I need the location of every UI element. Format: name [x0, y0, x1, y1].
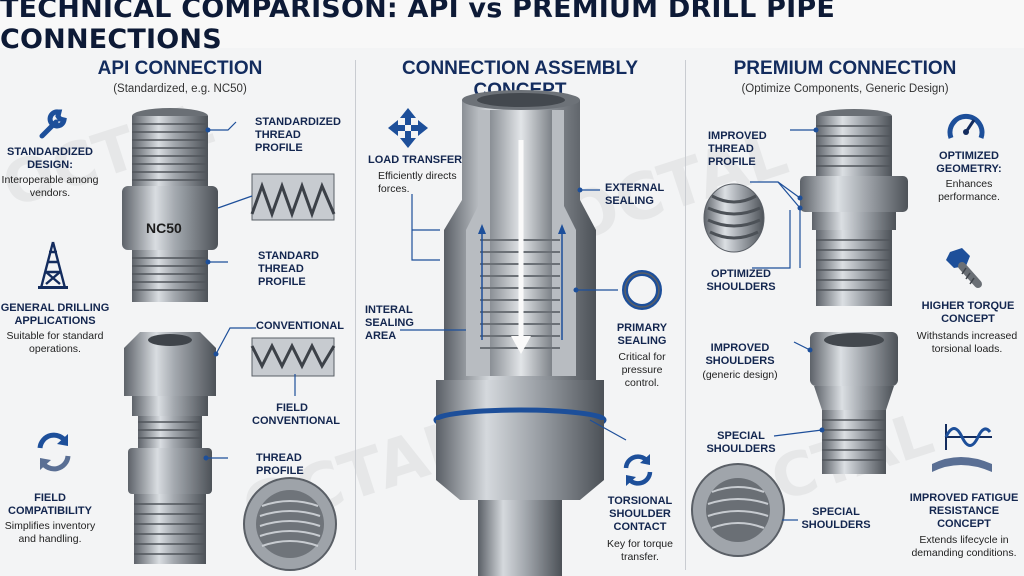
api-feature-title: STANDARDIZED DESIGN: [7, 146, 93, 171]
api-callout: FIELD CONVENTIONAL [252, 402, 340, 427]
oil-derrick-icon [38, 241, 68, 289]
page-title: TECHNICAL COMPARISON: API vs PREMIUM DRI… [0, 0, 1024, 55]
external-sealing-label: EXTERNAL SEALING [605, 182, 665, 207]
swap-arrows-icon [37, 432, 71, 472]
api-callout: STANDARDIZED THREAD PROFILE [255, 116, 341, 154]
premium-feature-title: OPTIMIZED GEOMETRY: [936, 150, 1002, 175]
load-transfer-title: LOAD TRANSFER: [368, 154, 466, 166]
api-pin-marking: NC50 [146, 220, 182, 236]
premium-feature-text: Enhances performance. [938, 178, 1000, 203]
api-subheading: (Standardized, e.g. NC50) [113, 83, 247, 95]
bolt-icon [946, 248, 982, 288]
premium-subheading: (Optimize Components, Generic Design) [741, 83, 949, 95]
api-feature-title: FIELD COMPATIBILITY [8, 492, 92, 517]
premium-feature-title: HIGHER TORQUE CONCEPT [921, 300, 1015, 325]
premium-feature-title: IMPROVED FATIGUE RESISTANCE CONCEPT [909, 492, 1019, 530]
primary-sealing-text: Critical for pressure control. [618, 351, 666, 389]
load-transfer-text: Efficiently directs forces. [378, 170, 457, 195]
internal-sealing-label: INTERAL SEALING AREA [365, 304, 414, 342]
premium-callout: SPECIAL SHOULDERS [801, 506, 871, 531]
seal-ring-icon [622, 270, 662, 310]
api-feature-title: GENERAL DRILLING APPLICATIONS [0, 302, 110, 327]
assembly-cutaway-illustration [400, 90, 627, 576]
premium-feature-text: Withstands increased torsional loads. [916, 330, 1018, 355]
column-divider [355, 60, 356, 570]
torsional-shoulder-title: TORSIONAL SHOULDER CONTACT [607, 495, 673, 533]
api-feature-text: Suitable for standard operations. [6, 330, 104, 355]
api-heading: API CONNECTION [97, 58, 263, 79]
gauge-icon [947, 114, 985, 139]
api-connection-illustration [122, 108, 337, 571]
api-feature-text: Simplifies inventory and handling. [4, 520, 96, 545]
api-pin-threads [132, 116, 208, 186]
premium-callout: OPTIMIZED SHOULDERS [706, 268, 776, 293]
api-callout: STANDARD THREAD PROFILE [258, 250, 319, 288]
rotation-arrows-icon [623, 454, 653, 486]
premium-connection-illustration [691, 109, 908, 557]
api-pin-body [122, 186, 218, 250]
api-callout: CONVENTIONAL [256, 320, 344, 332]
torsional-shoulder-text: Key for torque transfer. [607, 538, 673, 563]
premium-heading: PREMIUM CONNECTION [733, 58, 957, 79]
four-way-arrows-icon [388, 108, 428, 148]
api-callout: THREAD PROFILE [256, 452, 304, 477]
sine-wave-icon [932, 424, 992, 472]
premium-callout: IMPROVED SHOULDERS [705, 342, 775, 367]
api-feature-text: Interoperable among vendors. [1, 174, 99, 199]
api-box-hex [124, 332, 216, 396]
wrench-icon [39, 109, 67, 139]
primary-sealing-title: PRIMARY SEALING [616, 322, 668, 347]
premium-callout: IMPROVED THREAD PROFILE [708, 130, 767, 168]
premium-callout-note: (generic design) [702, 369, 778, 381]
premium-callout: SPECIAL SHOULDERS [706, 430, 776, 455]
premium-feature-text: Extends lifecycle in demanding condition… [911, 534, 1017, 559]
column-divider [685, 60, 686, 570]
